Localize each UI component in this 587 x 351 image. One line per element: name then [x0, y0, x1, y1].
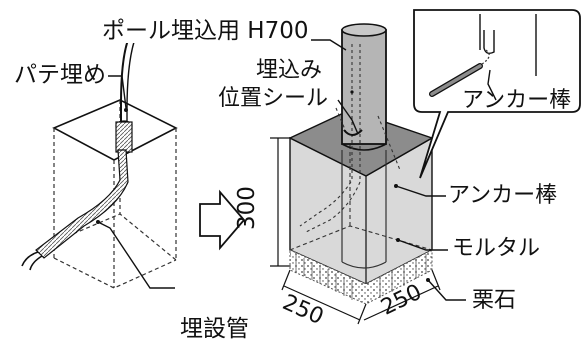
base-dimensions	[281, 269, 441, 325]
ground-surface-square	[52, 99, 178, 161]
mortar-label: モルタル	[450, 236, 543, 261]
putty-fill-blob	[115, 120, 133, 153]
pole-embed-label: ポール埋込用 H700	[100, 18, 311, 44]
anchor-rod-label: アンカー棒	[446, 183, 560, 208]
buried-pipe-vertical	[120, 39, 129, 150]
putty-leader-dot	[124, 108, 128, 112]
height-dimension	[270, 137, 290, 267]
buried-pipe-flexible	[35, 149, 129, 259]
left-figure	[21, 39, 178, 289]
putty-fill-label: パテ埋め	[12, 62, 108, 88]
buried-pipe-label: 埋設管	[178, 316, 251, 342]
pipe-leader-dot	[96, 220, 100, 224]
gravel-label: 栗石	[470, 288, 519, 313]
left-leaders	[97, 75, 175, 289]
anchor-callout-bubble	[413, 9, 581, 179]
right-leaders	[310, 39, 497, 301]
anchor-rod-callout-label: アンカー棒	[462, 88, 572, 113]
cable-tail	[21, 251, 39, 267]
right-figure	[288, 23, 434, 305]
transition-arrow	[199, 189, 246, 251]
embed-seal-label-line2: 位置シール	[216, 86, 331, 111]
pole-upper	[341, 29, 387, 145]
embed-seal-label-line1: 埋込み	[254, 58, 325, 83]
height-dimension-value: 300	[234, 186, 260, 230]
